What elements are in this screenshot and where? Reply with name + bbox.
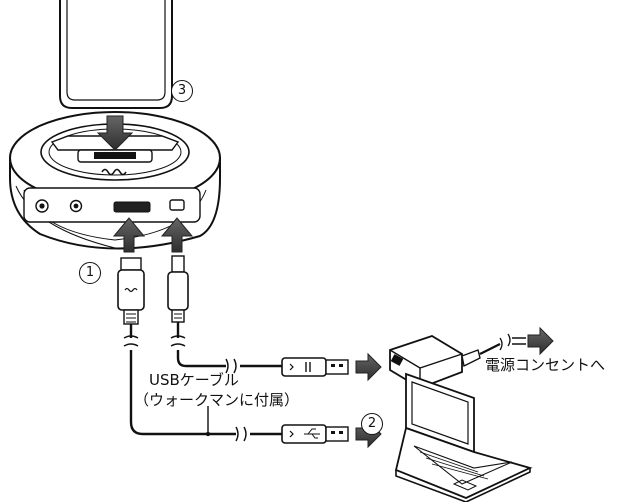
usb-a-plug-adapter [281, 357, 349, 377]
wm-connector-plug [117, 257, 145, 325]
wm-port [113, 201, 151, 213]
usb-cable-label: USBケーブル [149, 371, 239, 389]
arrow-right-icon [355, 352, 382, 382]
step-3-badge: 3 [171, 80, 193, 102]
walkman-logo-icon [101, 168, 127, 176]
usb-symbol-icon [304, 428, 320, 439]
step-2-badge: 2 [361, 413, 383, 435]
arrow-up-icon [160, 217, 194, 253]
arrow-up-icon [112, 217, 146, 253]
arrow-right-icon [527, 326, 554, 356]
arrow-down-icon [96, 115, 134, 151]
adapter-usb-cable [176, 322, 282, 368]
laptop-computer [394, 372, 533, 502]
mini-usb-plug [167, 255, 189, 323]
walkman-player [59, 0, 173, 109]
power-outlet-label: 電源コンセントへ [485, 356, 606, 374]
usb-cable-note-label: （ウォークマンに付属） [134, 391, 300, 409]
cradle [9, 111, 221, 250]
usb-a-plug-laptop [281, 424, 349, 444]
step-1-badge: 1 [79, 262, 101, 284]
usb-port [169, 199, 185, 211]
